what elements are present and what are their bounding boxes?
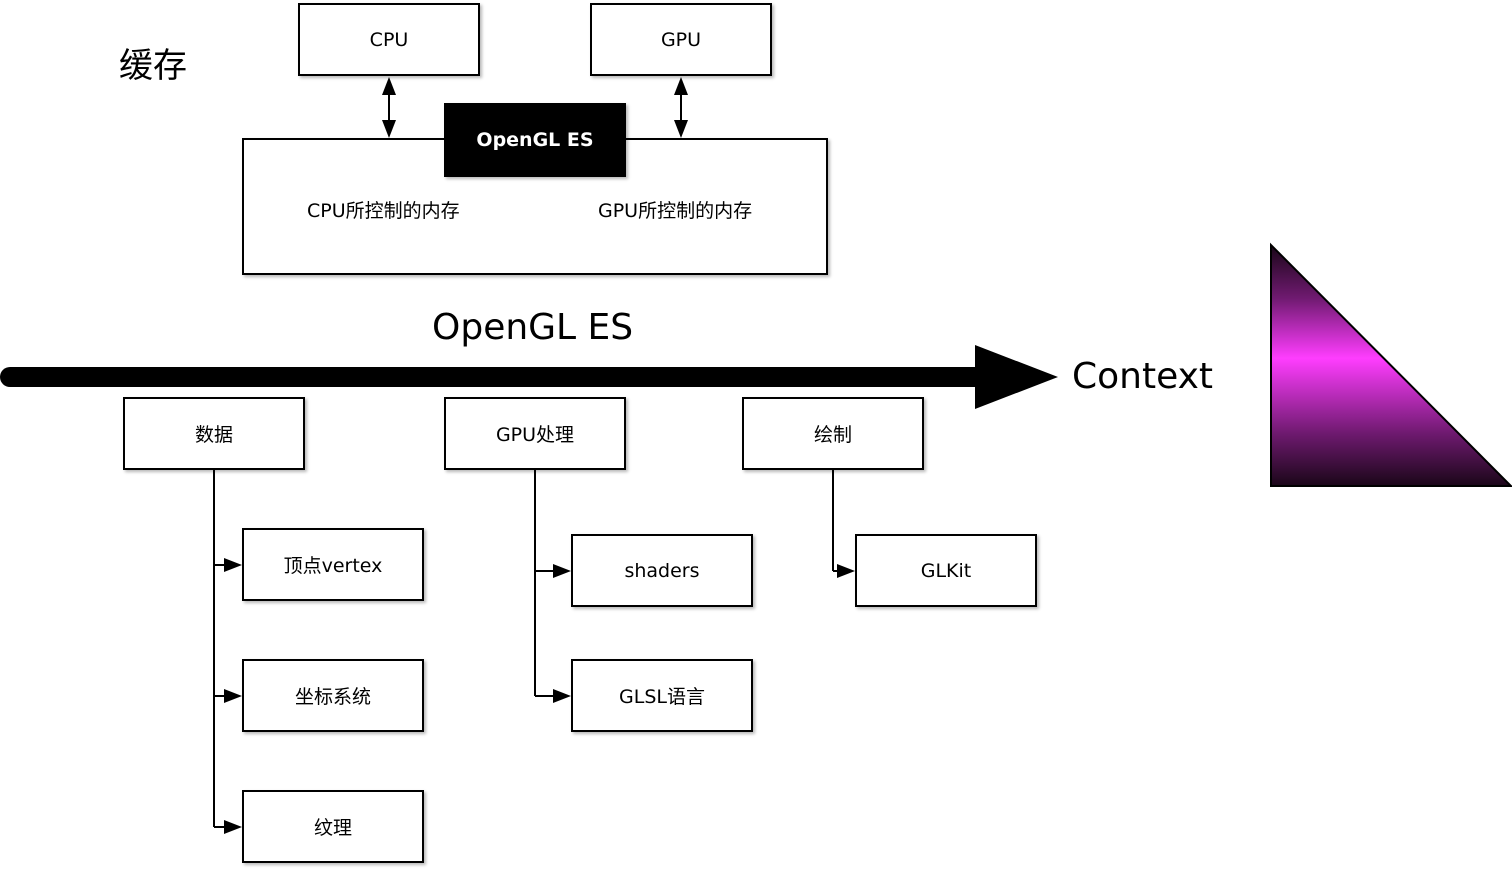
context-label: Context	[1072, 356, 1214, 397]
cpu-memory-link	[382, 77, 396, 138]
data-box: 数据	[123, 397, 305, 470]
draw-label: 绘制	[813, 424, 852, 446]
main-axis-arrow	[0, 345, 1058, 409]
shaders-label: shaders	[624, 559, 700, 582]
vertex-box: 顶点vertex	[242, 528, 424, 601]
gradient-triangle	[1270, 242, 1512, 487]
coordinate-system-box: 坐标系统	[242, 659, 424, 732]
cpu-memory-label: CPU所控制的内存	[307, 200, 460, 222]
texture-box: 纹理	[242, 790, 424, 863]
data-branch-connectors	[213, 469, 242, 834]
gpu-processing-label: GPU处理	[495, 424, 575, 446]
gpu-label: GPU	[660, 28, 702, 51]
glkit-box: GLKit	[855, 534, 1037, 607]
cache-title: 缓存	[119, 46, 187, 86]
glkit-label: GLKit	[920, 559, 972, 582]
glsl-label: GLSL语言	[619, 686, 705, 708]
gpu-memory-label: GPU所控制的内存	[598, 200, 753, 222]
axis-title: OpenGL ES	[432, 307, 634, 348]
gpu-box: GPU	[590, 3, 772, 76]
glsl-box: GLSL语言	[571, 659, 753, 732]
gpu-processing-box: GPU处理	[444, 397, 626, 470]
vertex-label: 顶点vertex	[283, 555, 383, 577]
gpu-memory-link	[674, 77, 688, 138]
draw-branch-connectors	[832, 469, 855, 578]
coordinate-system-label: 坐标系统	[294, 686, 371, 708]
cpu-box: CPU	[298, 3, 480, 76]
cpu-label: CPU	[369, 28, 409, 51]
gpu-branch-connectors	[534, 469, 571, 703]
data-label: 数据	[194, 424, 233, 446]
opengl-es-box: OpenGL ES	[444, 103, 626, 177]
shaders-box: shaders	[571, 534, 753, 607]
draw-box: 绘制	[742, 397, 924, 470]
opengl-es-label: OpenGL ES	[476, 129, 594, 151]
texture-label: 纹理	[313, 817, 352, 839]
